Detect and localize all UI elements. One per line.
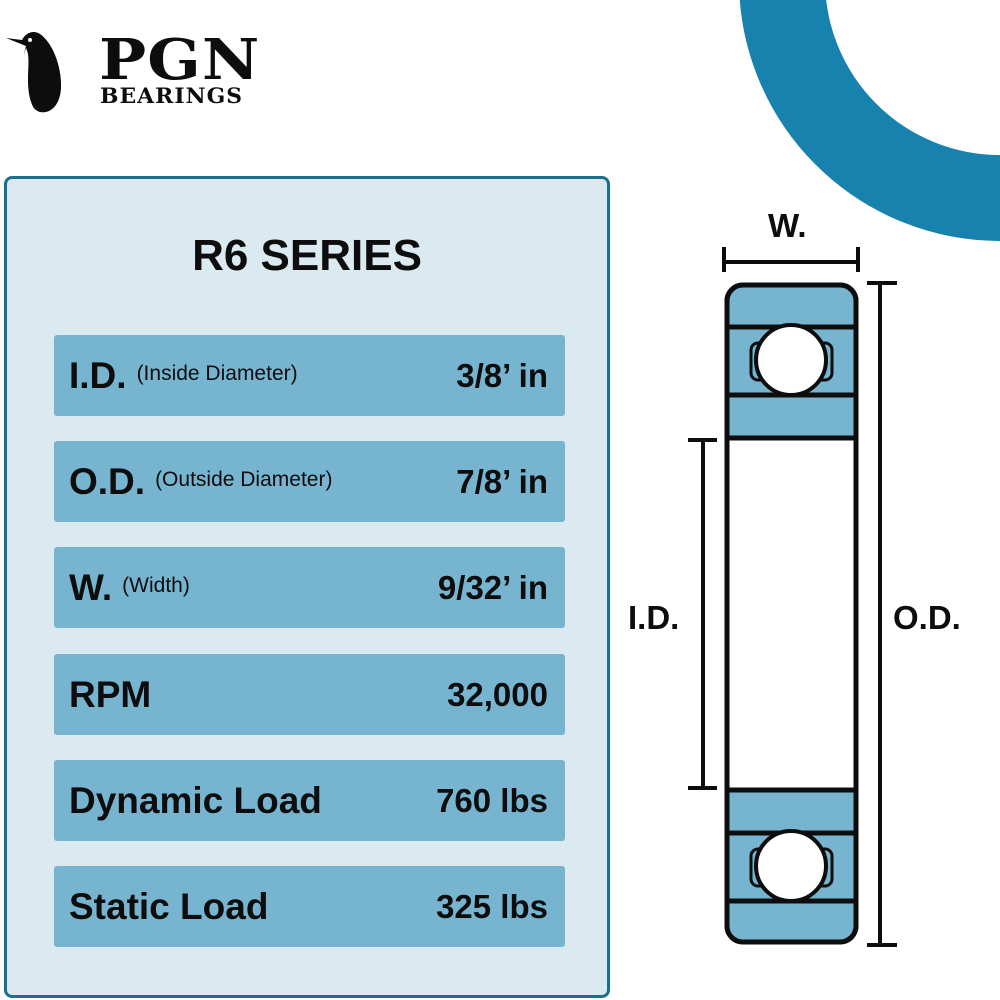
ball-icon [754, 323, 828, 397]
spec-row-dynamic-load: Dynamic Load 760 lbs [54, 760, 565, 841]
ball-icon [754, 829, 828, 903]
spec-label: RPM [69, 673, 152, 715]
spec-value: 7/8’ in [456, 462, 548, 500]
spec-row-static-load: Static Load 325 lbs [54, 866, 565, 947]
series-title: R6 SERIES [192, 231, 422, 280]
outer-diameter-label: O.D. [893, 599, 961, 636]
spec-sublabel: (Outside Diameter) [155, 467, 333, 491]
spec-label: O.D. [69, 460, 146, 502]
inner-diameter-label: I.D. [628, 599, 680, 636]
spec-panel: R6 SERIES I.D. (Inside Diameter) 3/8’ in… [4, 176, 610, 998]
spec-row-inside-diameter: I.D. (Inside Diameter) 3/8’ in [54, 335, 565, 416]
spec-label: W. [69, 566, 113, 608]
od-dimension-line [867, 281, 897, 947]
spec-value: 760 lbs [436, 781, 548, 819]
width-label: W. [768, 207, 807, 244]
width-dimension-line [722, 247, 860, 272]
spec-value: 3/8’ in [456, 356, 548, 394]
spec-label: Dynamic Load [69, 779, 322, 821]
spec-label: I.D. [69, 354, 127, 396]
spec-value: 9/32’ in [437, 568, 548, 606]
spec-row-width: W. (Width) 9/32’ in [54, 547, 565, 628]
spec-row-rpm: RPM 32,000 [54, 654, 565, 735]
brand-tagline: BEARINGS [100, 83, 244, 108]
spec-sublabel: (Width) [122, 573, 190, 597]
spec-value: 325 lbs [436, 887, 548, 925]
penguin-icon [6, 32, 62, 113]
spec-row-outside-diameter: O.D. (Outside Diameter) 7/8’ in [54, 441, 565, 522]
spec-value: 32,000 [447, 675, 548, 713]
brand-name: PGN [99, 27, 261, 93]
spec-sublabel: (Inside Diameter) [136, 361, 298, 385]
id-dimension-line [688, 438, 717, 790]
brand-logo: PGN BEARINGS [4, 18, 284, 118]
spec-label: Static Load [69, 885, 269, 927]
